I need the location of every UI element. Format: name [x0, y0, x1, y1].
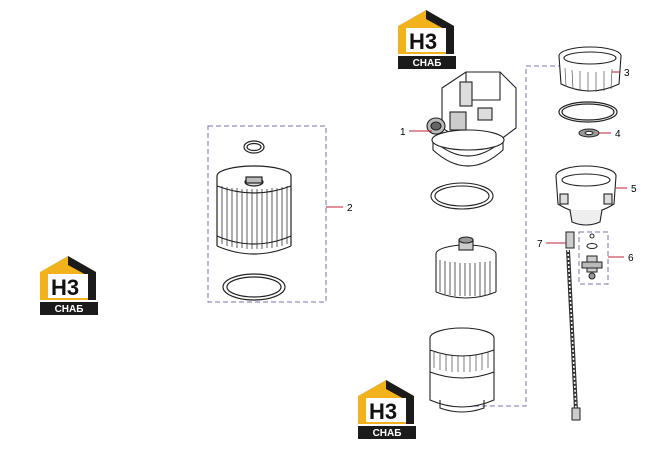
- center-filter-element: [435, 236, 497, 299]
- callout-3: 3: [612, 68, 630, 79]
- logo-bottom-mark: H3: [369, 399, 397, 424]
- filter-head-housing: [426, 71, 517, 167]
- bowl-o-ring: [558, 101, 618, 123]
- small-seal-washer: [578, 128, 600, 138]
- filter-left-pleats: [221, 186, 288, 249]
- callout-7: 7: [537, 239, 566, 250]
- callout-2: 2: [326, 203, 353, 214]
- logo-bottom-sub: CHAБ: [373, 428, 402, 439]
- filter-kit-left: [216, 140, 292, 301]
- water-separator-bowl: [555, 165, 617, 226]
- logo-left-sub: CHAБ: [55, 304, 84, 315]
- logo-left: H3 CHAБ: [40, 256, 98, 315]
- callout-7-label: 7: [537, 239, 543, 250]
- retaining-ring: [558, 46, 622, 92]
- callout-5-label: 5: [631, 184, 637, 195]
- callout-1-label: 1: [400, 127, 406, 138]
- callout-4-label: 4: [615, 129, 621, 140]
- logo-bottom: H3 CHAБ: [358, 380, 416, 439]
- callout-6: 6: [608, 253, 634, 264]
- assembly-dashed-lines: [207, 65, 609, 407]
- logo-top-mark: H3: [409, 29, 437, 54]
- logo-top-sub: CHAБ: [413, 58, 442, 69]
- logo-left-mark: H3: [51, 275, 79, 300]
- center-filter-bowl: [429, 327, 495, 413]
- callout-3-label: 3: [624, 68, 630, 79]
- callout-4: 4: [598, 129, 621, 140]
- drain-valve-assembly: [581, 233, 603, 280]
- callout-1: 1: [400, 127, 432, 138]
- callout-5: 5: [616, 184, 637, 195]
- callout-2-label: 2: [347, 203, 353, 214]
- drain-hose: [565, 231, 581, 421]
- callout-6-label: 6: [628, 253, 634, 264]
- center-seal-ring: [430, 182, 494, 210]
- logo-top: H3 CHAБ: [398, 10, 456, 69]
